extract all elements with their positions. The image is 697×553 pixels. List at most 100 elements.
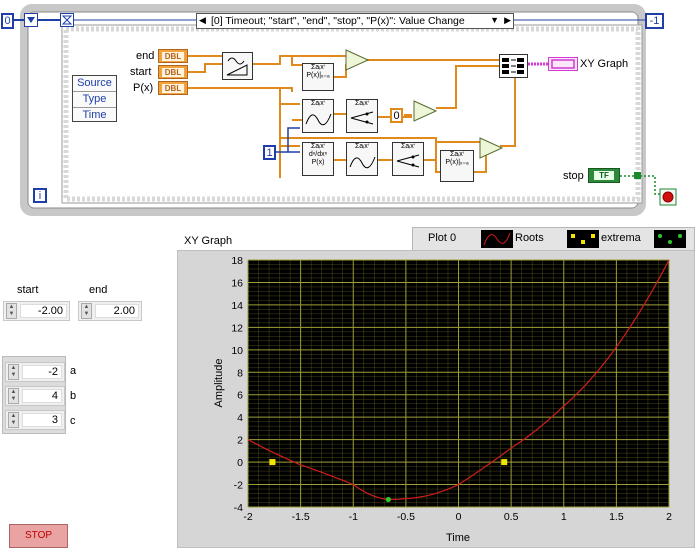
stop-terminal[interactable]: TF bbox=[588, 168, 620, 183]
event-case-label: [0] Timeout; "start", "end", "stop", "P(… bbox=[211, 15, 465, 27]
x-tick-label: -1.5 bbox=[292, 511, 310, 523]
one-constant[interactable]: 1 bbox=[263, 145, 276, 160]
coefficient-b-control[interactable]: ▲▼ 4 bbox=[5, 386, 65, 406]
coefficient-c-value[interactable]: 3 bbox=[22, 413, 62, 427]
start-terminal-label: start bbox=[130, 66, 152, 78]
end-label: end bbox=[89, 284, 108, 296]
coefficient-c-label: c bbox=[70, 415, 76, 427]
y-tick-label: 16 bbox=[231, 277, 243, 289]
x-tick-label: 1.5 bbox=[609, 511, 624, 523]
event-timeout-terminal[interactable] bbox=[60, 13, 74, 27]
y-tick-label: 0 bbox=[237, 457, 243, 469]
x-tick-label: -0.5 bbox=[397, 511, 415, 523]
coefficient-b-spinner[interactable]: ▲▼ bbox=[8, 388, 19, 404]
event-source-field: Source bbox=[77, 77, 112, 89]
legend-plot0-label: Plot 0 bbox=[428, 232, 457, 244]
start-spinner[interactable]: ▲▼ bbox=[6, 303, 17, 319]
grid-lines bbox=[247, 259, 670, 508]
coefficient-a-spinner[interactable]: ▲▼ bbox=[8, 364, 19, 380]
start-label: start bbox=[17, 284, 39, 296]
end-control[interactable]: ▲▼ 2.00 bbox=[78, 301, 142, 321]
start-value[interactable]: -2.00 bbox=[20, 304, 67, 318]
polynomial-plot-vi[interactable]: Σaᵢxⁱ bbox=[302, 99, 334, 133]
x-tick-label: -2 bbox=[243, 511, 252, 523]
coefficient-b-value[interactable]: 4 bbox=[22, 389, 62, 403]
extrema-marker bbox=[269, 459, 276, 466]
start-control[interactable]: ▲▼ -2.00 bbox=[3, 301, 70, 321]
coefficient-a-control[interactable]: ▲▼ -2 bbox=[5, 362, 65, 382]
shift-register-left[interactable] bbox=[24, 13, 38, 27]
event-data-node[interactable]: Source Type Time bbox=[72, 75, 117, 122]
end-terminal[interactable]: DBL bbox=[158, 49, 188, 63]
build-array-icon bbox=[502, 58, 524, 74]
shift-register-init-constant[interactable]: 0 bbox=[1, 13, 14, 29]
y-tick-label: 12 bbox=[231, 322, 243, 334]
roots-icon bbox=[350, 111, 374, 125]
xy-graph-label: XY Graph bbox=[184, 235, 233, 247]
y-tick-label: -4 bbox=[234, 502, 243, 514]
stop-terminal-label: stop bbox=[563, 170, 584, 182]
extrema-marker bbox=[501, 459, 508, 466]
y-tick-label: -2 bbox=[234, 480, 243, 492]
loop-iteration-terminal: i bbox=[33, 188, 47, 203]
xy-graph-terminal-label: XY Graph bbox=[580, 58, 629, 70]
px-dbl-tag: DBL bbox=[162, 84, 184, 93]
legend-roots-label: Roots bbox=[515, 232, 544, 244]
start-terminal[interactable]: DBL bbox=[158, 65, 188, 79]
coefficient-c-control[interactable]: ▲▼ 3 bbox=[5, 410, 65, 430]
y-tick-label: 8 bbox=[237, 367, 243, 379]
ramp-pattern-vi[interactable] bbox=[222, 52, 253, 80]
roots-curve bbox=[247, 259, 670, 501]
end-spinner[interactable]: ▲▼ bbox=[81, 303, 92, 319]
px-terminal[interactable]: DBL bbox=[158, 81, 188, 95]
zero-constant[interactable]: 0 bbox=[390, 108, 403, 123]
minimum-marker bbox=[385, 496, 391, 503]
x-tick-label: 0.5 bbox=[504, 511, 519, 523]
y-tick-label: 14 bbox=[231, 300, 243, 312]
polynomial-plot-vi-2[interactable]: Σaᵢxⁱ bbox=[346, 142, 378, 176]
stop-tf-tag: TF bbox=[594, 171, 614, 180]
y-tick-label: 2 bbox=[237, 435, 243, 447]
end-value[interactable]: 2.00 bbox=[95, 304, 139, 318]
legend-roots-swatch[interactable] bbox=[567, 230, 599, 248]
y-tick-label: 10 bbox=[231, 345, 243, 357]
case-next-arrow-icon[interactable]: ▶ bbox=[504, 15, 511, 25]
polynomial-curve-icon-2 bbox=[349, 156, 376, 169]
case-dropdown-icon[interactable]: ▼ bbox=[490, 15, 499, 25]
timeout-constant[interactable]: -1 bbox=[645, 13, 664, 29]
polynomial-curve-icon bbox=[305, 113, 332, 126]
x-axis-label: Time bbox=[446, 532, 470, 544]
coefficient-a-label: a bbox=[70, 365, 77, 377]
coefficient-a-value[interactable]: -2 bbox=[22, 365, 62, 379]
event-case-selector[interactable]: ◀ [0] Timeout; "start", "end", "stop", "… bbox=[196, 13, 514, 29]
case-prev-arrow-icon[interactable]: ◀ bbox=[199, 15, 206, 25]
y-tick-label: 18 bbox=[231, 255, 243, 267]
start-dbl-tag: DBL bbox=[162, 68, 184, 77]
legend-third-swatch[interactable] bbox=[654, 230, 686, 248]
shift-register-down-icon bbox=[27, 17, 35, 23]
x-tick-label: 0 bbox=[456, 511, 462, 523]
plot-legend[interactable]: Plot 0 Roots extrema bbox=[412, 227, 695, 251]
cluster-icon bbox=[551, 59, 575, 69]
x-tick-label: -1 bbox=[349, 511, 358, 523]
polynomial-roots-vi[interactable]: Σaᵢxⁱ bbox=[346, 99, 378, 133]
ramp-wave-icon bbox=[226, 57, 248, 76]
stop-button[interactable]: STOP bbox=[9, 524, 68, 548]
event-time-field: Time bbox=[73, 107, 116, 123]
event-type-field: Type bbox=[73, 91, 116, 107]
x-tick-label: 2 bbox=[666, 511, 672, 523]
green-markers-icon bbox=[658, 234, 682, 244]
coefficient-c-spinner[interactable]: ▲▼ bbox=[8, 412, 19, 428]
polynomial-roots-vi-2[interactable]: Σaᵢxⁱ bbox=[392, 142, 424, 176]
coefficient-array[interactable]: ▲▼ -2 ▲▼ 4 ▲▼ 3 bbox=[2, 356, 66, 434]
build-array-node[interactable] bbox=[499, 54, 528, 78]
legend-plot0-swatch[interactable] bbox=[481, 230, 513, 248]
xy-graph-terminal[interactable] bbox=[548, 57, 578, 71]
block-diagram: 0 -1 ◀ [0] Timeout; "start", "end", "sto… bbox=[0, 0, 697, 218]
